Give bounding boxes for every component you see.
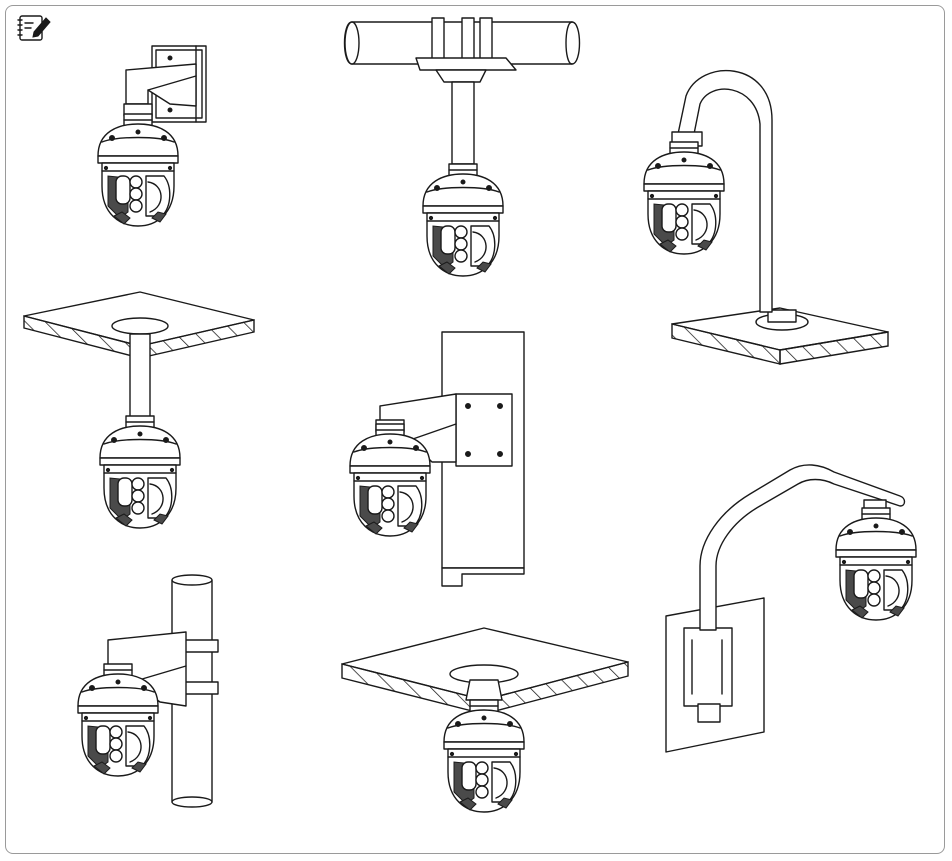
note-edit-icon xyxy=(17,15,51,41)
vertical-pole-mount-illustration xyxy=(77,574,219,808)
corner-mount-illustration xyxy=(349,331,525,587)
pipe-pendant-mount-illustration xyxy=(343,17,581,277)
wall-arm-mount-illustration xyxy=(665,464,917,753)
wall-mount-illustration xyxy=(97,45,207,227)
ceiling-pendant-mount-illustration xyxy=(23,291,255,529)
gooseneck-pole-mount-illustration xyxy=(643,69,889,365)
ceiling-flush-mount-illustration xyxy=(341,627,629,813)
